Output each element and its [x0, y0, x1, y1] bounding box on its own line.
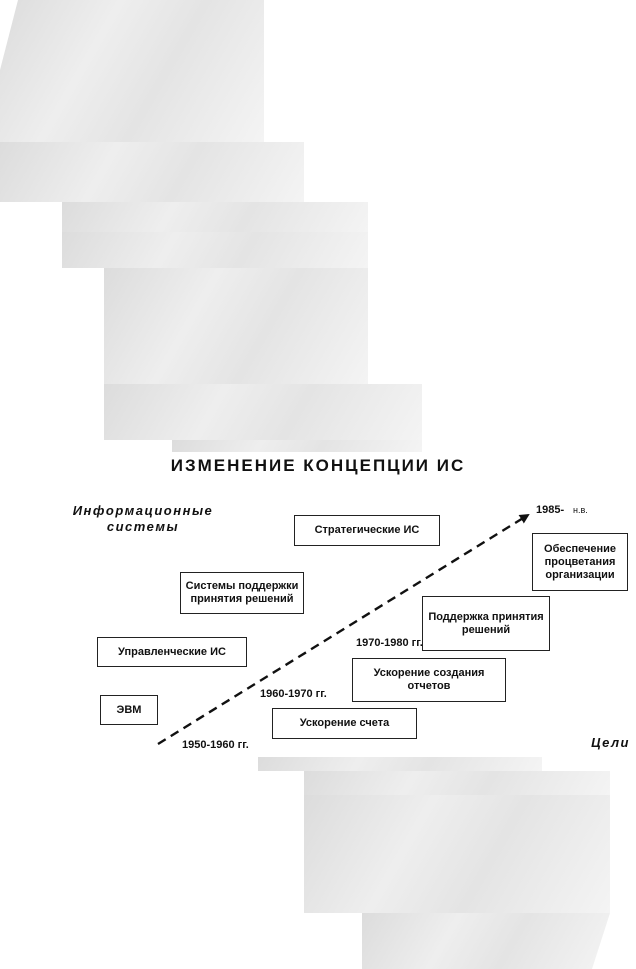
period-label-1960: 1960-1970 гг. — [260, 688, 327, 700]
background-corner — [592, 913, 610, 969]
period-label-1950: 1950-1960 гг. — [182, 739, 249, 751]
goal-box-prosperity: Обеспечение процветания организации — [532, 533, 628, 591]
background-tile — [104, 268, 368, 384]
background-tile — [104, 384, 422, 440]
system-box-evm: ЭВМ — [100, 695, 158, 725]
background-tile — [0, 142, 304, 202]
system-box-strategic-is: Стратегические ИС — [294, 515, 440, 546]
background-tile — [172, 440, 422, 452]
background-tile — [362, 913, 610, 969]
background-corner — [0, 0, 18, 70]
background-tile — [62, 202, 368, 232]
background-tile — [304, 771, 610, 795]
x-axis-label: Цели — [591, 735, 630, 750]
period-label-1985: 1985- — [536, 504, 565, 516]
background-tile — [258, 757, 542, 771]
diagram-title: ИЗМЕНЕНИЕ КОНЦЕПЦИИ ИС — [170, 456, 466, 475]
y-axis-label: Информационные системы — [72, 503, 214, 534]
system-box-management-is: Управленческие ИС — [97, 637, 247, 667]
background-tile — [0, 0, 264, 142]
system-box-decision-support: Системы поддержки принятия решений — [180, 572, 304, 614]
period-label-1970: 1970-1980 гг. — [356, 637, 423, 649]
period-label-1985-suffix: н.в. — [573, 505, 588, 515]
background-tile — [62, 232, 368, 268]
background-tile — [304, 795, 610, 913]
goal-box-decision-support: Поддержка принятия решений — [422, 596, 550, 651]
goal-box-faster-calculation: Ускорение счета — [272, 708, 417, 739]
goal-box-faster-reports: Ускорение создания отчетов — [352, 658, 506, 702]
